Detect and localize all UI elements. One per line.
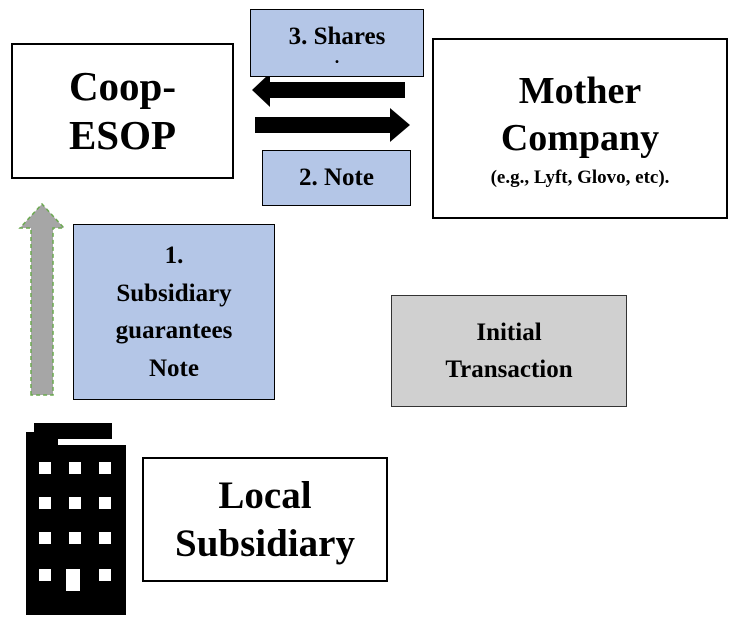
mother-company-node: Mother Company (e.g., Lyft, Glovo, etc). [432, 38, 728, 219]
local-line1: Local [218, 473, 312, 517]
guarantee-label: 1. Subsidiary guarantees Note [73, 224, 275, 400]
local-subsidiary-node: Local Subsidiary [142, 457, 388, 582]
mother-line1: Mother [518, 70, 642, 113]
initial-line2: Transaction [445, 356, 573, 383]
guarantee-line1: 1. [164, 242, 184, 269]
note-arrow [255, 108, 410, 142]
guarantee-arrow [18, 202, 66, 396]
guarantee-line4: Note [149, 354, 199, 382]
building-icon [26, 423, 126, 615]
mother-line2: Company [500, 116, 660, 159]
shares-line2: . [334, 47, 340, 67]
coop-esop-node: Coop- ESOP [11, 43, 234, 179]
note-label: 2. Note [262, 150, 411, 206]
shares-line1: 3. Shares [288, 23, 386, 50]
guarantee-line2: Subsidiary [116, 279, 232, 307]
note-text: 2. Note [299, 164, 374, 191]
mother-example: (e.g., Lyft, Glovo, etc). [490, 166, 670, 188]
coop-line1: Coop- [68, 62, 177, 109]
local-line2: Subsidiary [175, 521, 355, 565]
coop-line2: ESOP [68, 112, 177, 158]
shares-arrow [252, 73, 405, 107]
initial-line1: Initial [476, 318, 542, 346]
guarantee-line3: guarantees [115, 317, 233, 344]
shares-label: 3. Shares . [250, 9, 424, 77]
initial-transaction-label: Initial Transaction [391, 295, 627, 407]
